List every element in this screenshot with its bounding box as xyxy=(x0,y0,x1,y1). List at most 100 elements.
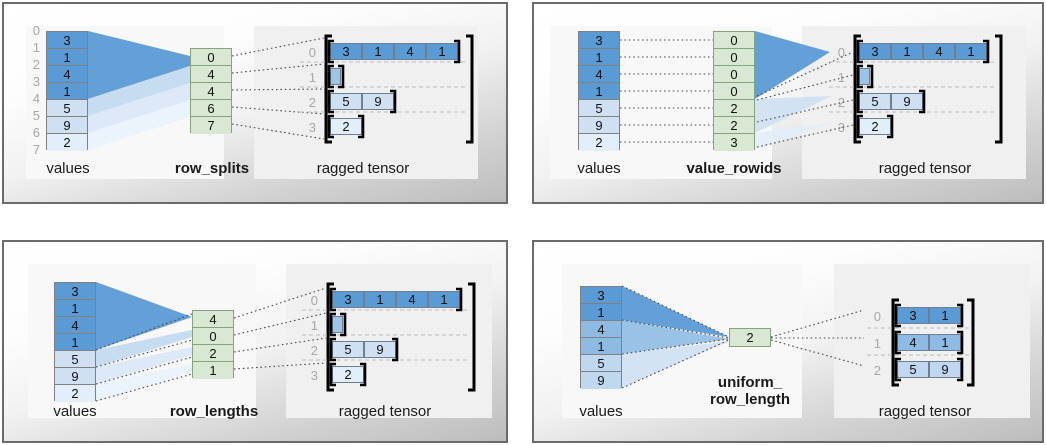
value-index-6: 6 xyxy=(32,125,40,140)
value-cell: 2 xyxy=(55,385,95,402)
value-rowids-cell: 3 xyxy=(714,134,754,151)
tensor-cell: 4 xyxy=(396,291,428,308)
row-lengths-cell: 4 xyxy=(193,311,233,328)
values-caption: values xyxy=(46,160,90,177)
value-cell: 9 xyxy=(47,117,87,134)
row-splits-cell: 7 xyxy=(191,117,231,134)
value-cell: 3 xyxy=(55,283,95,300)
value-rowids-cell: 0 xyxy=(714,32,754,49)
values-caption: values xyxy=(579,403,623,420)
value-cell: 1 xyxy=(579,83,619,100)
tensor-row-index: 3 xyxy=(308,120,316,135)
value-rowids-cell: 2 xyxy=(714,100,754,117)
value-index-3: 3 xyxy=(32,74,40,89)
value-cell: 3 xyxy=(579,32,619,49)
tensor-cell: 4 xyxy=(394,43,426,60)
row-splits-cell: 6 xyxy=(191,100,231,117)
tensor-row-index: 2 xyxy=(873,363,881,378)
value-rowids-cell: 0 xyxy=(714,49,754,66)
row-splits-cell: 4 xyxy=(191,83,231,100)
values-caption: values xyxy=(577,160,621,177)
tensor-caption: ragged tensor xyxy=(878,160,972,177)
tensor-cell: 9 xyxy=(929,361,961,378)
tensor-cell: 5 xyxy=(330,93,362,110)
value-cell: 4 xyxy=(47,66,87,83)
tensor-row-index: 0 xyxy=(873,309,881,324)
tensor-cell: 9 xyxy=(362,93,394,110)
value-cell: 1 xyxy=(55,300,95,317)
tensor-cell: 9 xyxy=(364,341,396,358)
value-cell: 5 xyxy=(579,100,619,117)
tensor-row-index: 1 xyxy=(873,336,881,351)
tensor-row-index: 0 xyxy=(837,45,845,60)
value-index-5: 5 xyxy=(32,108,40,123)
tensor-row-index: 1 xyxy=(308,70,316,85)
value-cell: 4 xyxy=(55,317,95,334)
row-lengths-cell: 1 xyxy=(193,362,233,379)
tensor-cell: 4 xyxy=(923,43,955,60)
value-index-0: 0 xyxy=(32,23,40,38)
encoding-caption: row_lengths xyxy=(169,403,259,420)
tensor-cell: 1 xyxy=(955,43,987,60)
tensor-cell: 2 xyxy=(859,118,891,135)
tensor-row-index: 1 xyxy=(310,318,318,333)
tensor-row-index: 1 xyxy=(837,70,845,85)
tensor-row-index: 0 xyxy=(310,293,318,308)
tensor-cell: 1 xyxy=(891,43,923,60)
value-rowids-cell: 2 xyxy=(714,117,754,134)
value-cell: 1 xyxy=(581,304,621,321)
value-cell: 4 xyxy=(579,66,619,83)
tensor-caption: ragged tensor xyxy=(338,403,432,420)
tensor-cell: 1 xyxy=(428,291,460,308)
tensor-cell: 5 xyxy=(332,341,364,358)
value-index-4: 4 xyxy=(32,91,40,106)
encoding-caption: value_rowids xyxy=(686,160,782,177)
value-cell: 9 xyxy=(579,117,619,134)
tensor-cell: 9 xyxy=(891,93,923,110)
tensor-cell: 5 xyxy=(897,361,929,378)
row-lengths-cell: 0 xyxy=(193,328,233,345)
value-cell: 3 xyxy=(47,32,87,49)
tensor-caption: ragged tensor xyxy=(316,160,410,177)
tensor-row-index: 2 xyxy=(310,343,318,358)
value-rowids-column: 0 0 0 0 2 2 3 xyxy=(713,31,755,151)
tensor-cell: 5 xyxy=(859,93,891,110)
value-cell: 4 xyxy=(581,321,621,338)
row-splits-cell: 4 xyxy=(191,66,231,83)
tensor-cell: 1 xyxy=(426,43,458,60)
tensor-cell: 3 xyxy=(897,307,929,324)
tensor-cell: 3 xyxy=(332,291,364,308)
values-column: 3 1 4 1 5 9 xyxy=(580,286,622,389)
value-index-1: 1 xyxy=(32,40,40,55)
value-cell: 5 xyxy=(47,100,87,117)
tensor-cell: 1 xyxy=(929,334,961,351)
value-index-2: 2 xyxy=(32,57,40,72)
tensor-cell: 2 xyxy=(332,366,364,383)
value-cell: 1 xyxy=(55,334,95,351)
value-cell: 3 xyxy=(581,287,621,304)
value-cell: 5 xyxy=(581,355,621,372)
encoding-caption: uniform_ row_length xyxy=(709,374,790,408)
value-cell: 2 xyxy=(47,134,87,151)
tensor-row-index: 3 xyxy=(310,368,318,383)
row-lengths-cell: 2 xyxy=(193,345,233,362)
tensor-cell: 1 xyxy=(362,43,394,60)
uniform-row-length-cell: 2 xyxy=(730,329,770,346)
uniform-row-length-column: 2 xyxy=(729,328,771,347)
tensor-cell: 3 xyxy=(330,43,362,60)
value-cell: 2 xyxy=(579,134,619,151)
tensor-cell-empty xyxy=(330,68,341,85)
values-caption: values xyxy=(53,403,97,420)
encoding-caption: row_splits xyxy=(174,160,250,177)
row-splits-column: 0 4 4 6 7 xyxy=(190,48,232,134)
values-column: 3 1 4 1 5 9 2 xyxy=(578,31,620,151)
values-column: 3 1 4 1 5 9 2 xyxy=(46,31,88,151)
tensor-row-index: 2 xyxy=(308,95,316,110)
tensor-cell: 1 xyxy=(364,291,396,308)
value-cell: 9 xyxy=(55,368,95,385)
tensor-cell-empty xyxy=(332,316,343,333)
value-cell: 1 xyxy=(579,49,619,66)
value-cell: 9 xyxy=(581,372,621,389)
tensor-cell: 3 xyxy=(859,43,891,60)
